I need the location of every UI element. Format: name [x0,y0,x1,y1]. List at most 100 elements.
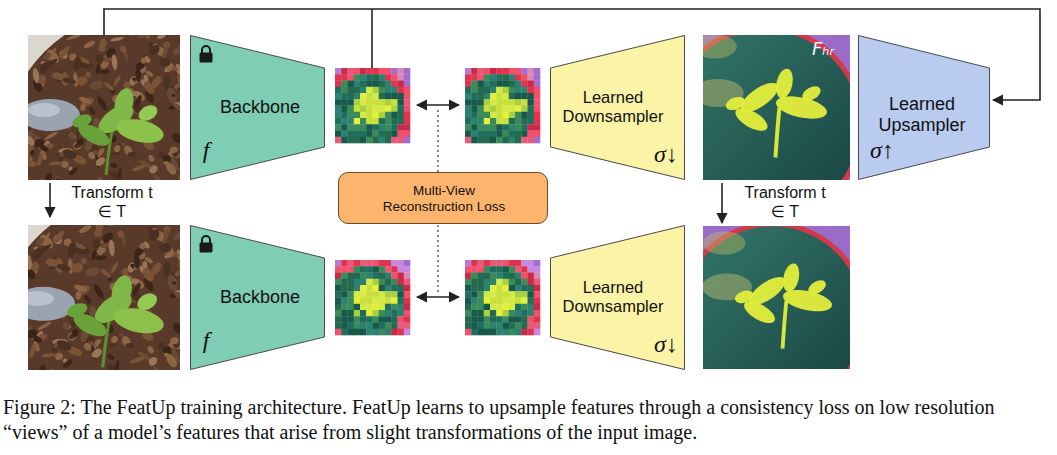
feature-map [366,285,373,292]
feature-map [335,74,342,81]
feature-map [534,87,541,94]
plant-photo [171,321,180,336]
feature-map [335,304,342,311]
feature-map [515,112,522,119]
feature-map [366,329,373,336]
feature-map [354,329,361,336]
feature-map [490,304,497,311]
feature-map [366,291,373,298]
illustrations [0,5,883,455]
feature-map [534,273,541,280]
feature-map [465,298,472,305]
feature-map [360,87,367,94]
plant-photo [159,57,172,68]
feature-map [341,112,348,119]
feature-image [781,262,802,293]
feature-map [465,74,472,81]
feature-map [341,124,348,131]
plant-photo [37,320,52,331]
feature-map [534,137,541,144]
feature-map [360,310,367,317]
feature-map [490,124,497,131]
plant-photo [85,266,101,278]
feature-map [484,273,491,280]
feature-map [528,87,535,94]
feature-map [398,68,405,75]
feature-map [404,285,411,292]
feature-map [509,93,516,100]
plant-photo [62,358,74,369]
feature-map [360,131,367,138]
feature-map [391,87,398,94]
feature-map [348,329,355,336]
feature-image [773,67,795,100]
feature-map [509,266,516,273]
feature-map [465,273,472,280]
feature-map [366,99,373,106]
feature-map [509,298,516,305]
plant-photo [28,99,80,131]
plant-photo [87,151,96,161]
feature-map [509,68,516,75]
feature-map [515,329,522,336]
feature-map [341,74,348,81]
feature-map [503,298,510,305]
feature-map [391,81,398,88]
feature-map [379,118,386,125]
plant-photo [28,349,31,361]
feature-map [515,273,522,280]
feature-map [360,99,367,106]
feature-map [341,93,348,100]
feature-map [471,87,478,94]
feature-map [404,81,411,88]
feature-map [471,273,478,280]
feature-map [515,304,522,311]
plant-photo [39,333,47,338]
feature-map [366,279,373,286]
feature-map [521,81,528,88]
plant-photo [51,229,65,245]
feature-map [471,137,478,144]
feature-map [391,74,398,81]
feature-map [509,285,516,292]
feature-map [478,273,485,280]
feature-map [496,291,503,298]
plant-photo [176,73,180,89]
feature-map [471,106,478,113]
feature-image [733,288,755,305]
feature-map [471,74,478,81]
feature-map [515,99,522,106]
feature-map [348,131,355,138]
feature-map [484,81,491,88]
feature-map [348,112,355,119]
feature-map [484,106,491,113]
plant-photo [96,225,104,232]
backbone-trapezoid: Backbonef [190,35,325,180]
feature-map [509,260,516,267]
feature-map [348,87,355,94]
loss-label: Multi-View Reconstruction Loss [373,183,515,214]
plant-photo [166,87,178,104]
plant-photo [28,157,38,168]
feature-map [465,279,472,286]
feature-image [703,35,850,180]
feature-map [478,87,485,94]
plant-photo [28,173,35,180]
feature-map [354,273,361,280]
feature-map [465,316,472,323]
feature-map [496,87,503,94]
plant-photo [94,176,103,180]
feature-map [534,112,541,119]
plant-photo [31,246,44,261]
feature-map [503,260,510,267]
feature-map [385,87,392,94]
feature-map [354,304,361,311]
feature-map [528,298,535,305]
feature-map [496,124,503,131]
plant-photo [130,179,139,180]
block-label: Learned Downsampler [559,88,667,126]
plant-photo [28,327,39,340]
plant-photo [58,45,72,60]
upsampler-trapezoid [859,36,990,180]
feature-map [360,260,367,267]
